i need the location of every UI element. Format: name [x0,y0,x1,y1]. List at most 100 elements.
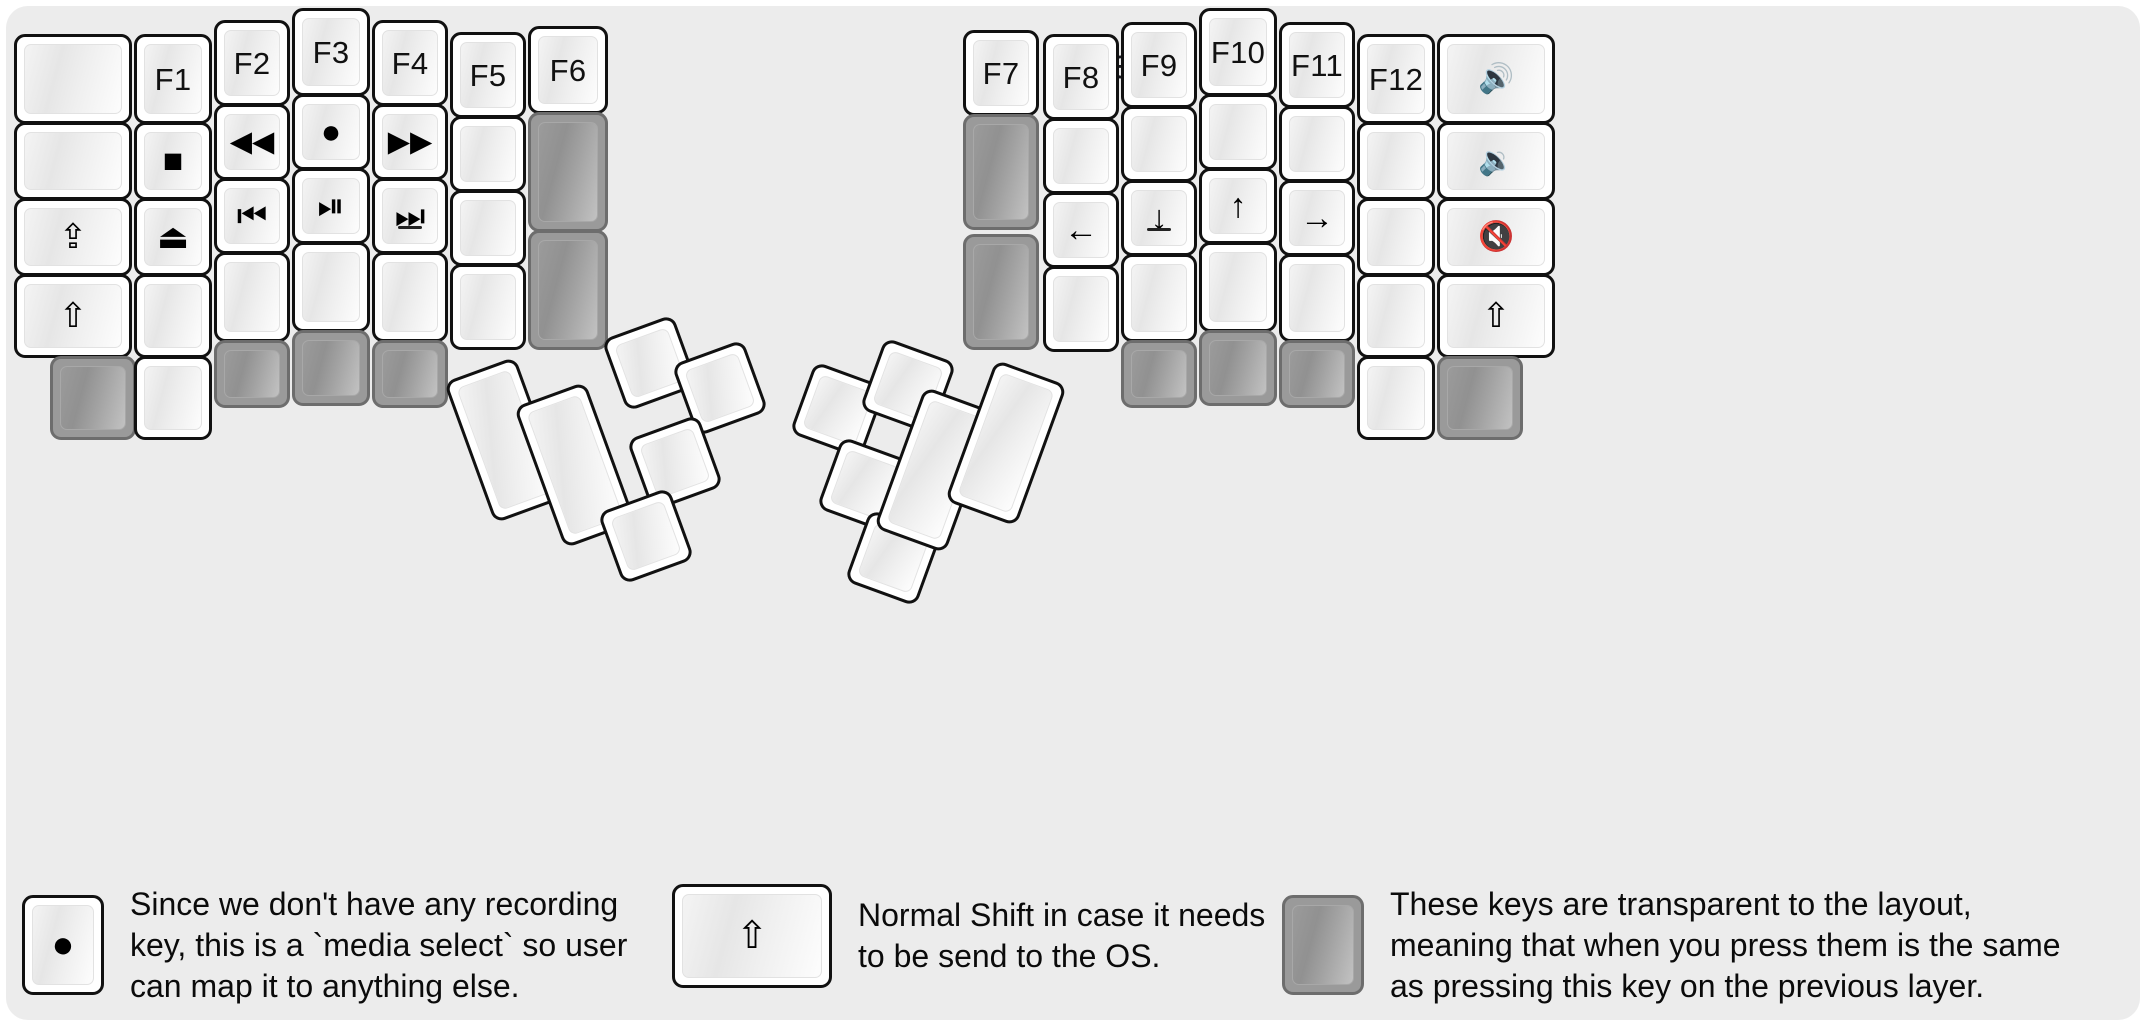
keycap-surface [610,500,682,572]
blank-key[interactable] [1279,254,1355,342]
keycap-surface [1209,252,1267,322]
blank-key[interactable] [372,252,448,342]
fast-forward-icon[interactable]: ▶▶ [372,104,448,180]
blank-key[interactable] [1043,118,1119,194]
key-label: F7 [982,55,1020,91]
key-glyph: ↑ [1229,187,1247,225]
transparent-key[interactable] [963,114,1039,230]
key-glyph: ■ [162,142,184,180]
transparent-key[interactable] [50,356,136,440]
shift-icon[interactable]: ⇧ [14,274,132,358]
keycap-surface [538,122,598,222]
f10-key[interactable]: F10 [1199,8,1277,96]
record-icon[interactable]: ● [292,94,370,170]
keycap-surface: ⇧ [24,284,122,348]
keycap-surface: ▶▶ [382,114,438,170]
transparent-key[interactable] [1199,330,1277,406]
keycap-surface: ⏭ [382,188,438,244]
shift-icon[interactable]: ⇧ [1437,274,1555,358]
blank-key[interactable] [1121,254,1197,342]
keycap-surface [538,240,598,340]
blank-key[interactable] [450,116,526,192]
keycap-surface [24,132,122,190]
f3-key[interactable]: F3 [292,8,370,96]
keycap-surface: → [1289,190,1345,246]
key-label: F12 [1368,61,1424,97]
transparent-key[interactable] [528,230,608,350]
volume-down-icon[interactable]: 🔉 [1437,122,1555,200]
keycap-surface [639,427,711,499]
legend-item-3: These keys are transparent to the layout… [1282,884,2061,1007]
volume-mute-icon[interactable]: 🔇 [1437,198,1555,276]
arrow-up-icon[interactable]: ↑ [1199,168,1277,244]
blank-key[interactable] [450,190,526,266]
keycap-surface: F5 [460,42,516,108]
blank-key[interactable] [292,242,370,332]
volume-up-icon[interactable]: 🔊 [1437,34,1555,124]
key-label: F11 [1290,47,1344,83]
next-track-icon[interactable]: ⏭ [372,178,448,254]
keycap-surface [1367,284,1425,348]
blank-key[interactable] [1357,356,1435,440]
f12-key[interactable]: F12 [1357,34,1435,124]
f1-key[interactable]: F1 [134,34,212,124]
keycap-surface [614,327,686,399]
play-pause-icon[interactable]: ⏯ [292,168,370,244]
transparent-key[interactable] [292,330,370,406]
f11-key[interactable]: F11 [1279,22,1355,108]
blank-key[interactable] [1357,198,1435,276]
arrow-right-icon[interactable]: → [1279,180,1355,256]
blank-key[interactable] [1357,274,1435,358]
keycap-surface [60,366,126,430]
blank-key[interactable] [14,122,132,200]
key-glyph: ↓ [1150,199,1168,237]
f4-key[interactable]: F4 [372,20,448,106]
eject-icon[interactable]: ⏏ [134,198,212,276]
keycap-surface [684,352,756,424]
rewind-icon[interactable]: ◀◀ [214,104,290,180]
blank-key[interactable] [450,264,526,350]
f2-key[interactable]: F2 [214,20,290,106]
transparent-key[interactable] [528,112,608,232]
blank-key[interactable] [1121,106,1197,182]
blank-key[interactable] [1043,266,1119,352]
keycap-surface: F8 [1053,44,1109,110]
keycap-surface: F12 [1367,44,1425,114]
f9-key[interactable]: F9 [1121,22,1197,108]
blank-key[interactable] [1279,106,1355,182]
key-label: F8 [1062,59,1100,95]
keycap-surface: F6 [538,36,598,104]
transparent-key[interactable] [214,340,290,408]
key-glyph: ⏏ [156,218,190,256]
stop-icon[interactable]: ■ [134,122,212,200]
transparent-key[interactable] [1121,340,1197,408]
previous-track-icon[interactable]: ⏮ [214,178,290,254]
blank-key[interactable] [14,34,132,124]
blank-key[interactable] [1199,94,1277,170]
blank-key[interactable] [134,356,212,440]
keycap-surface: F7 [973,40,1029,106]
blank-key[interactable] [214,252,290,342]
legend-description: Since we don't have any recording key, t… [130,886,628,1004]
blank-key[interactable] [1199,242,1277,332]
transparent-key[interactable] [1437,356,1523,440]
f8-key[interactable]: F8 [1043,34,1119,120]
arrow-left-icon[interactable]: ← [1043,192,1119,268]
keycap-surface: F2 [224,30,280,96]
f7-key[interactable]: F7 [963,30,1039,116]
transparent-key[interactable] [372,340,448,408]
blank-key[interactable] [1357,122,1435,200]
transparent-key[interactable] [963,234,1039,350]
arrow-down-icon[interactable]: ↓ [1121,180,1197,256]
keycap-surface [1289,116,1345,172]
keycap-surface: ⇧ [1447,284,1545,348]
f6-key[interactable]: F6 [528,26,608,114]
blank-key[interactable] [134,274,212,358]
keycap-surface [1289,264,1345,332]
caps-lock-icon[interactable]: ⇪ [14,198,132,276]
keycap-surface [382,350,438,398]
transparent-key[interactable] [1279,340,1355,408]
f5-key[interactable]: F5 [450,32,526,118]
key-glyph: ⇧ [58,297,88,335]
key-glyph: ⇧ [736,915,768,957]
